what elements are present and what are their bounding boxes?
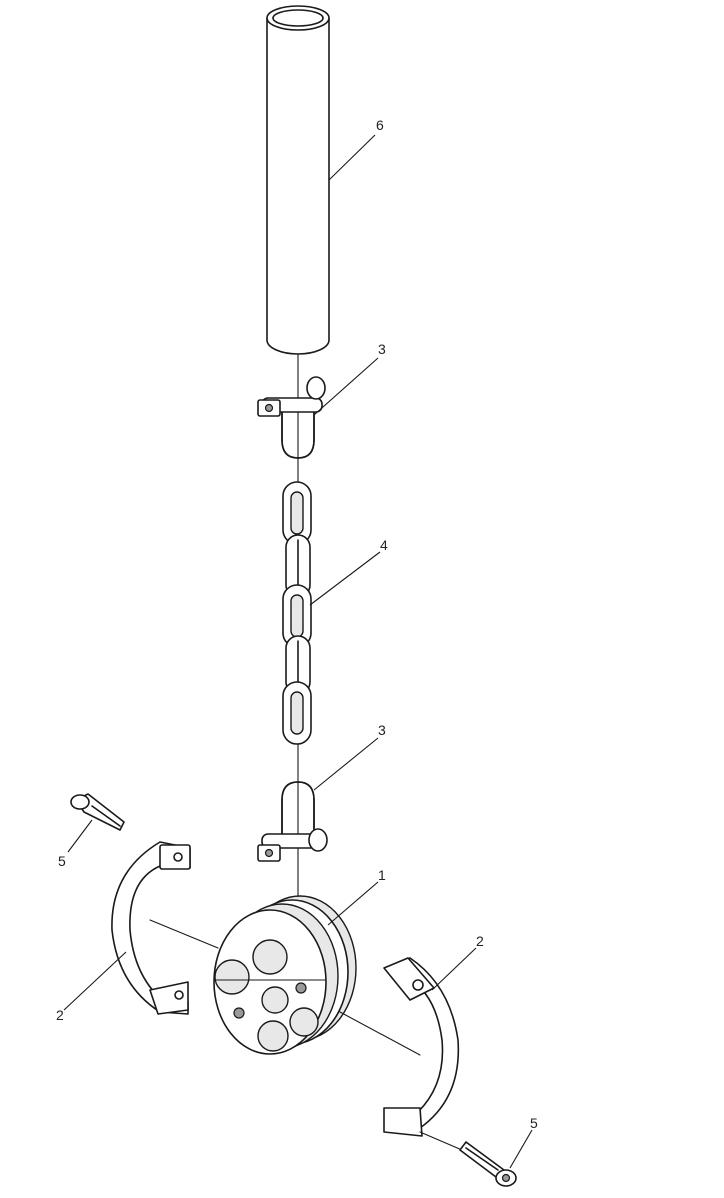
- disk-part: 1: [213, 867, 421, 1056]
- bolt-right-part: 5: [459, 1115, 538, 1187]
- chain-link: [282, 681, 312, 745]
- chain-link: [282, 481, 312, 545]
- pipe-part: 6: [266, 5, 384, 355]
- clamp-right-part: 2: [383, 933, 484, 1151]
- chain-link: [285, 635, 311, 695]
- chain-part: 4: [282, 481, 388, 745]
- chain-link: [282, 584, 312, 648]
- callout-6: 6: [376, 117, 384, 133]
- callout-4: 4: [380, 537, 388, 553]
- shackle-bottom-part: 3: [257, 722, 386, 862]
- callout-5-left: 5: [58, 853, 66, 869]
- callout-3-bottom: 3: [378, 722, 386, 738]
- callout-1: 1: [378, 867, 386, 883]
- shackle-top-part: 3: [257, 341, 386, 459]
- callout-3-top: 3: [378, 341, 386, 357]
- clamp-left-part: 2: [56, 841, 219, 1023]
- bolt-left-part: 5: [58, 793, 125, 869]
- callout-2-right: 2: [476, 933, 484, 949]
- callout-2-left: 2: [56, 1007, 64, 1023]
- callout-5-right: 5: [530, 1115, 538, 1131]
